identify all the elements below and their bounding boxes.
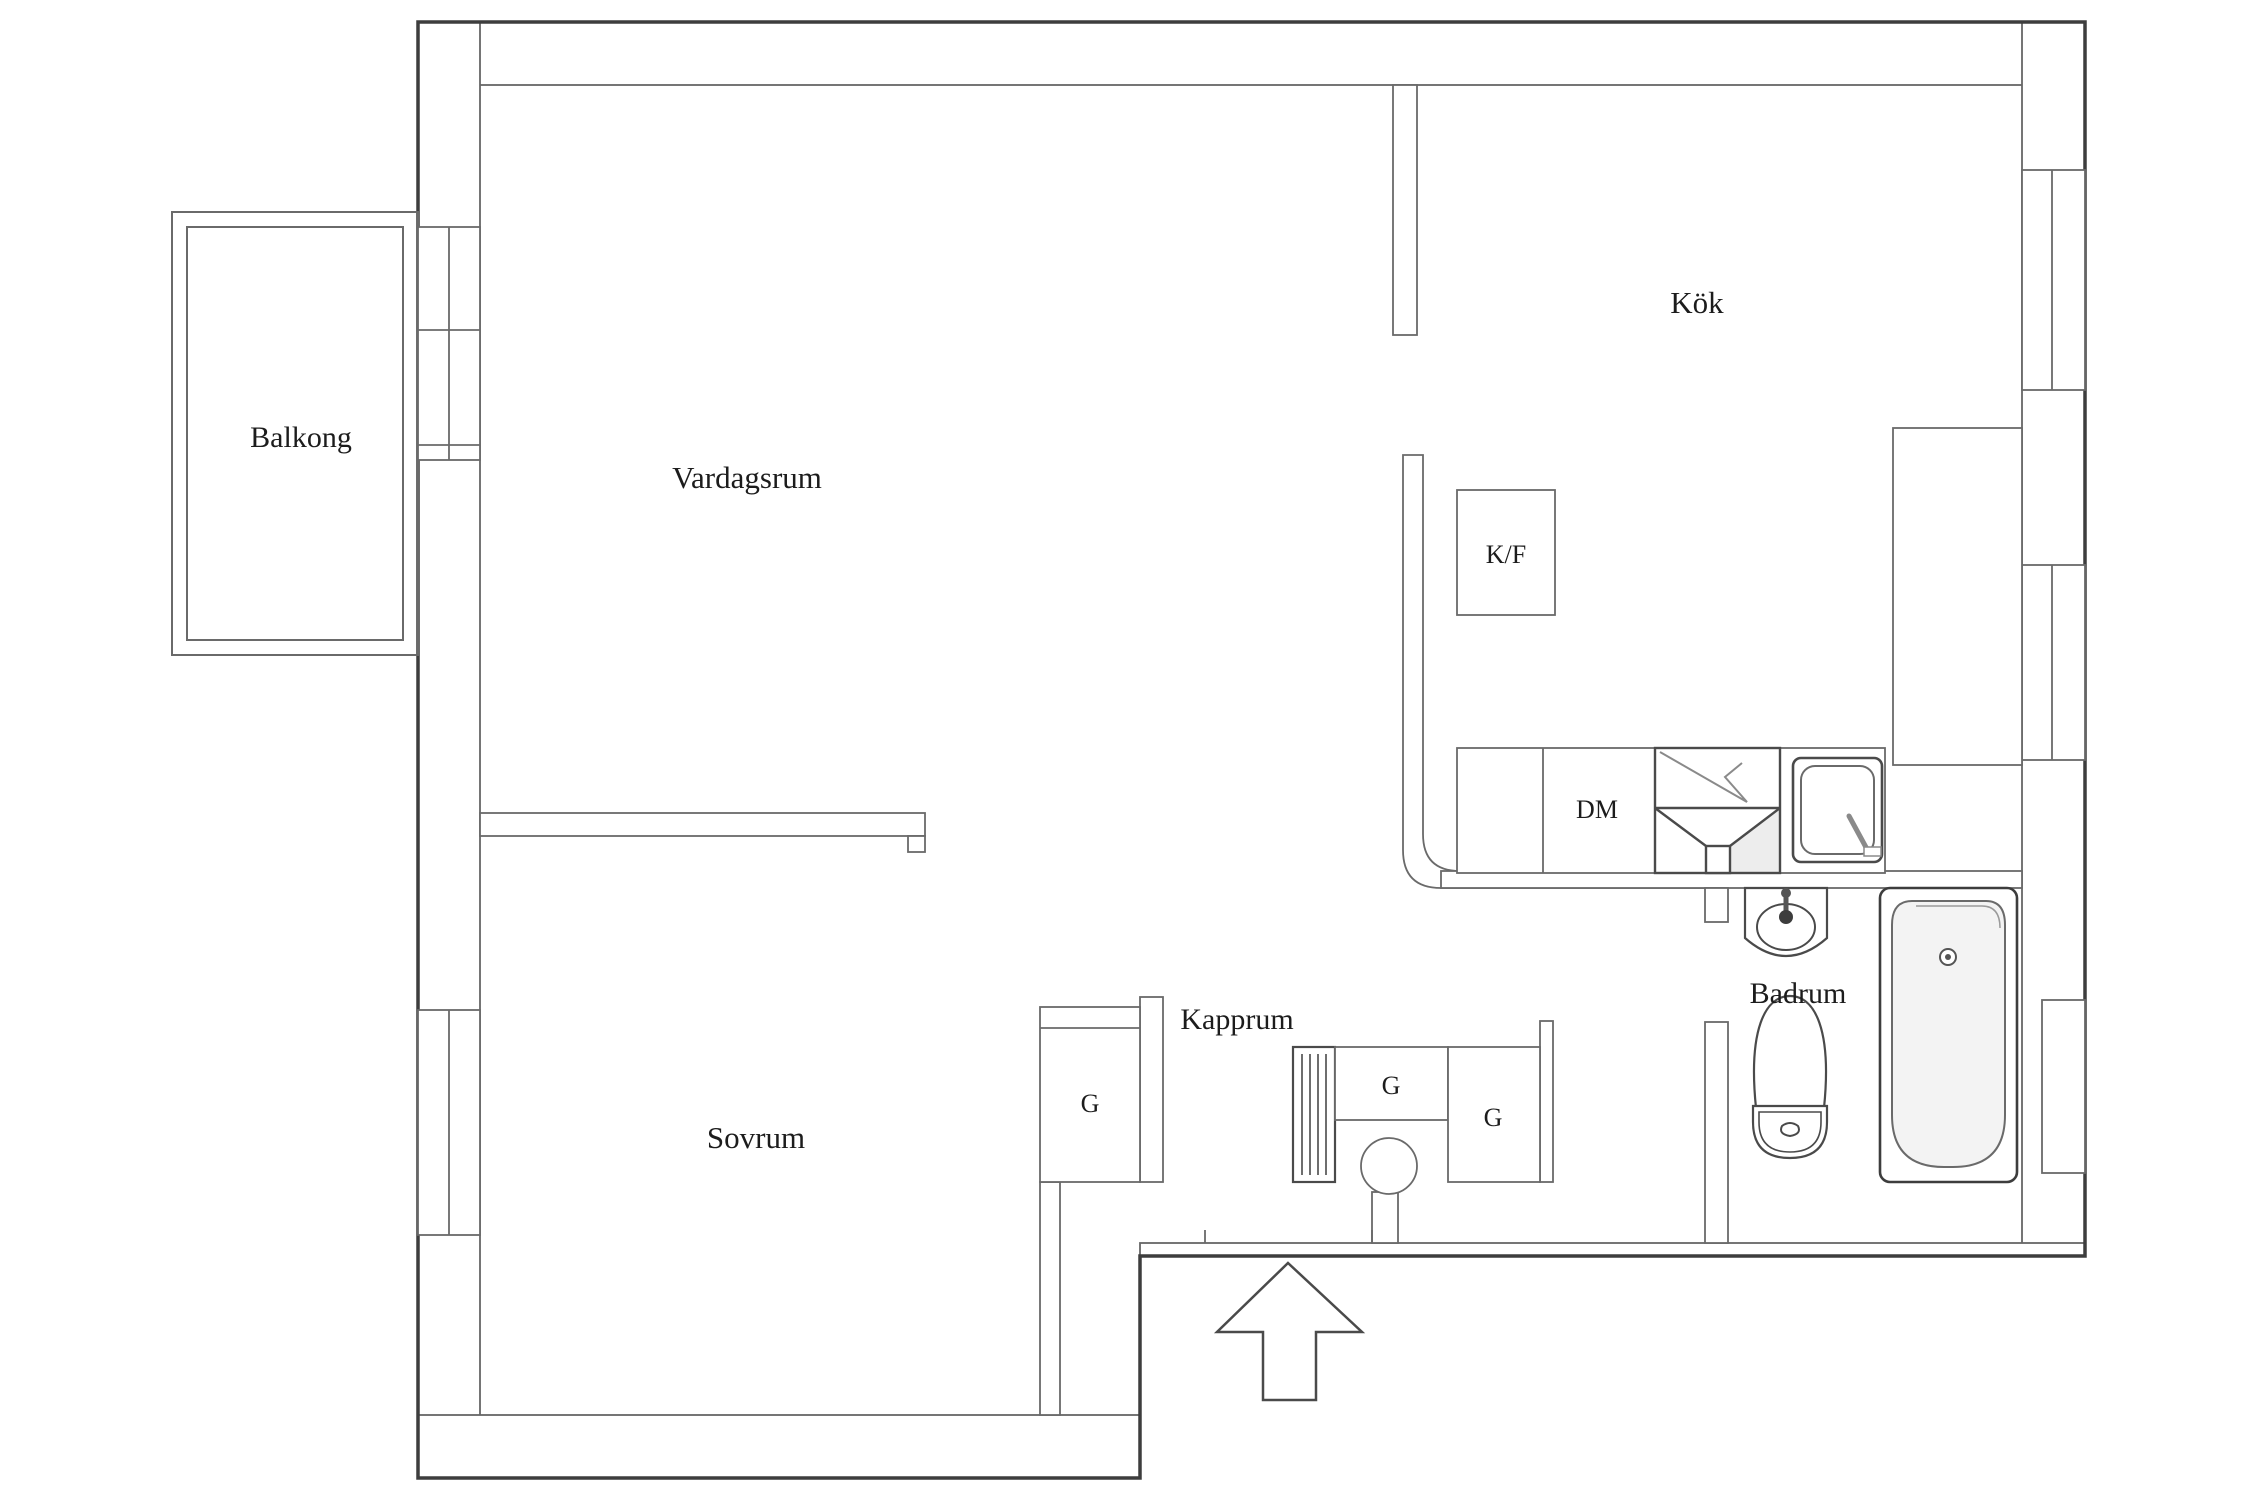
- bedroom-window-icon: [417, 1009, 481, 1236]
- stove-with-fan-icon: [1653, 746, 1782, 875]
- bathroom-fittings: [1743, 886, 2019, 1184]
- label-wardrobe-left: G: [1081, 1089, 1100, 1118]
- wall-living-bedroom: [479, 812, 926, 837]
- kitchen-fittings: [1456, 427, 2023, 874]
- wardrobe-left-box: [1039, 1006, 1141, 1183]
- entrance-door-jambs: [1204, 1230, 1373, 1243]
- room-label-bedroom: Sovrum: [707, 1120, 805, 1155]
- wall-living-bedroom-cap: [907, 835, 926, 853]
- wall-bedroom-east: [1039, 1181, 1061, 1416]
- interior-walls: [479, 84, 2023, 1416]
- room-label-living: Vardagsrum: [672, 460, 822, 495]
- kitchen-window-upper-icon: [2021, 169, 2086, 391]
- pedestal-stem: [1371, 1191, 1399, 1244]
- radiator-icon: [1291, 1045, 1337, 1184]
- bathroom-window-icon: [2041, 999, 2086, 1174]
- entrance-arrow-icon: [1213, 1261, 1366, 1402]
- bathroom-sink-icon: [1743, 886, 1829, 957]
- bathroom-door-jamb-upper: [1704, 887, 1729, 923]
- room-label-hall: Kapprum: [1180, 1003, 1293, 1036]
- room-label-bathroom: Badrum: [1750, 977, 1847, 1010]
- label-fridge-freezer: K/F: [1486, 540, 1526, 569]
- toilet-icon: [1751, 994, 1829, 1160]
- wall-top: [417, 21, 2086, 86]
- balcony-door-window-icon: [417, 226, 481, 461]
- wardrobe-right-box: [1447, 1046, 1541, 1183]
- fridge-freezer-cabinet: [1456, 489, 1556, 616]
- balcony-inner-rail: [186, 226, 404, 641]
- windows: [417, 169, 2086, 1236]
- hall-fittings: [1039, 1006, 1541, 1195]
- hall-wall-stub-left: [1139, 996, 1164, 1183]
- outer-boundary: [416, 20, 2087, 1480]
- bathtub-icon: [1878, 886, 2019, 1184]
- wall-bottom-left: [417, 1414, 1141, 1479]
- kitchen-counter-east: [1892, 427, 2023, 766]
- room-label-balcony: Balkong: [250, 421, 352, 454]
- kitchen-window-lower-icon: [2021, 564, 2086, 761]
- pedestal-icon: [1360, 1137, 1418, 1195]
- wall-living-kitchen: [1392, 84, 1418, 336]
- hall-wall-stub-right: [1539, 1020, 1554, 1183]
- room-label-kitchen: Kök: [1670, 285, 1724, 320]
- label-wardrobe-middle: G: [1382, 1071, 1401, 1100]
- label-wardrobe-right: G: [1484, 1103, 1503, 1132]
- wall-bottom-right: [1139, 1242, 2086, 1257]
- kitchen-sink-icon: [1791, 756, 1884, 864]
- label-dishwasher: DM: [1576, 795, 1618, 824]
- bathroom-door-jamb-lower: [1704, 1021, 1729, 1244]
